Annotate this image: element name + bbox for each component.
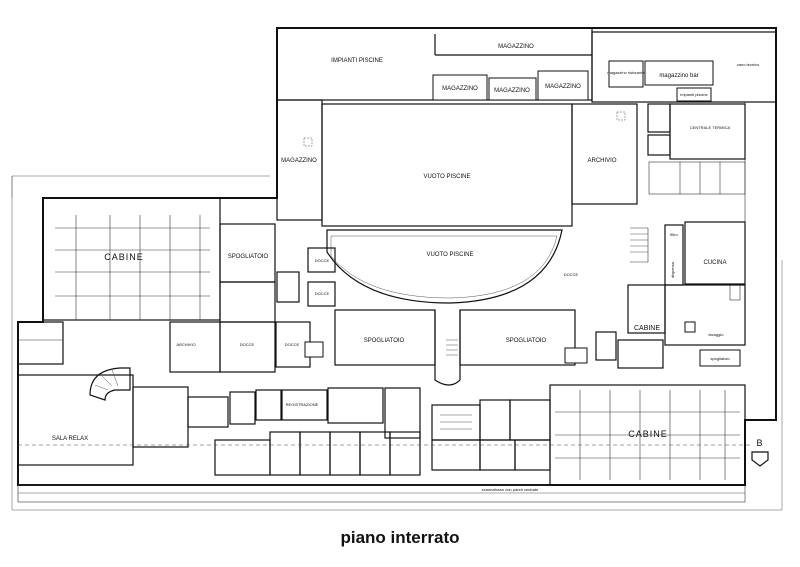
vuoto-piscine-lower	[326, 229, 563, 304]
label-docce-5: DOCCE	[564, 272, 579, 277]
centrale-termica-room	[669, 103, 746, 160]
label-magazzino-top: MAGAZZINO	[498, 44, 534, 50]
vuoto-piscine-upper	[321, 103, 573, 227]
label-vano-tecnico: vano tecnico	[737, 62, 760, 67]
label-docce-2: DOCCE	[315, 291, 330, 296]
label-spogliatoio-left: SPOGLIATOIO	[228, 254, 269, 260]
label-impianti-piscine-small: impianti piscine	[680, 92, 708, 97]
section-marker-b: B	[756, 438, 763, 448]
registrazione-room	[281, 389, 328, 421]
label-magazzino-2: MAGAZZINO	[494, 88, 530, 94]
label-magazzino-1: MAGAZZINO	[442, 86, 478, 92]
label-spogliatoio-center: SPOGLIATOIO	[364, 338, 405, 344]
cucina-room	[684, 221, 746, 285]
label-filtro: filtro	[670, 232, 678, 237]
stair-lower	[431, 404, 481, 441]
technical-area	[591, 31, 777, 103]
label-docce-4: DOCCE	[285, 342, 300, 347]
label-centrale-termica: CENTRALE TERMICA	[690, 125, 731, 130]
label-magazzino-left: MAGAZZINO	[281, 158, 317, 164]
scannafosso-corridor	[17, 484, 746, 503]
spiral-stair	[89, 367, 131, 401]
label-registrazione: REGISTRAZIONE	[286, 402, 319, 407]
label-archivio-right: ARCHIVIO	[587, 158, 616, 164]
archivio-right	[571, 103, 638, 205]
label-scannafosso: scannafosso con pareti ventrate	[482, 487, 539, 492]
label-sala-relax: SALA RELAX	[52, 436, 88, 442]
label-cabine-left: CABINE	[104, 252, 144, 262]
stair-kitchen	[630, 227, 649, 263]
label-lavaggio: lavaggio	[709, 332, 725, 337]
label-cabine-center: CABINE	[634, 325, 660, 332]
label-docce-1: DOCCE	[315, 258, 330, 263]
site-outline	[11, 175, 783, 511]
label-dispensa: dispensa	[670, 261, 675, 278]
section-arrow	[751, 451, 769, 467]
label-spogliatoio-kitchen: spogliatoio	[710, 356, 730, 361]
label-docce-3: DOCCE	[240, 342, 255, 347]
stair-center	[446, 339, 458, 356]
plan-title: piano interrato	[340, 528, 460, 547]
label-vuoto-piscine-1: VUOTO PISCINE	[424, 174, 471, 180]
label-magazzino-ristorante: magazzino ristorante	[607, 70, 645, 75]
label-impianti-piscine: IMPIANTI PISCINE	[331, 58, 383, 64]
cabine-right-grid	[555, 390, 740, 480]
label-vuoto-piscine-2: VUOTO PISCINE	[427, 252, 474, 258]
label-cabine-right: CABINE	[628, 429, 668, 439]
label-cucina: CUCINA	[703, 260, 726, 266]
cabine-right-zone	[549, 384, 746, 486]
spogliatoio-left	[219, 223, 276, 283]
label-archivio-left: ARCHIVIO	[176, 342, 195, 347]
label-magazzino-3: MAGAZZINO	[545, 84, 581, 90]
cabine-left-grid	[55, 215, 210, 320]
lavaggio-room	[664, 284, 746, 346]
label-magazzino-bar: magazzino bar	[659, 73, 698, 79]
label-spogliatoio-right: SPOGLIATOIO	[506, 338, 547, 344]
sala-relax-zone	[17, 374, 134, 466]
